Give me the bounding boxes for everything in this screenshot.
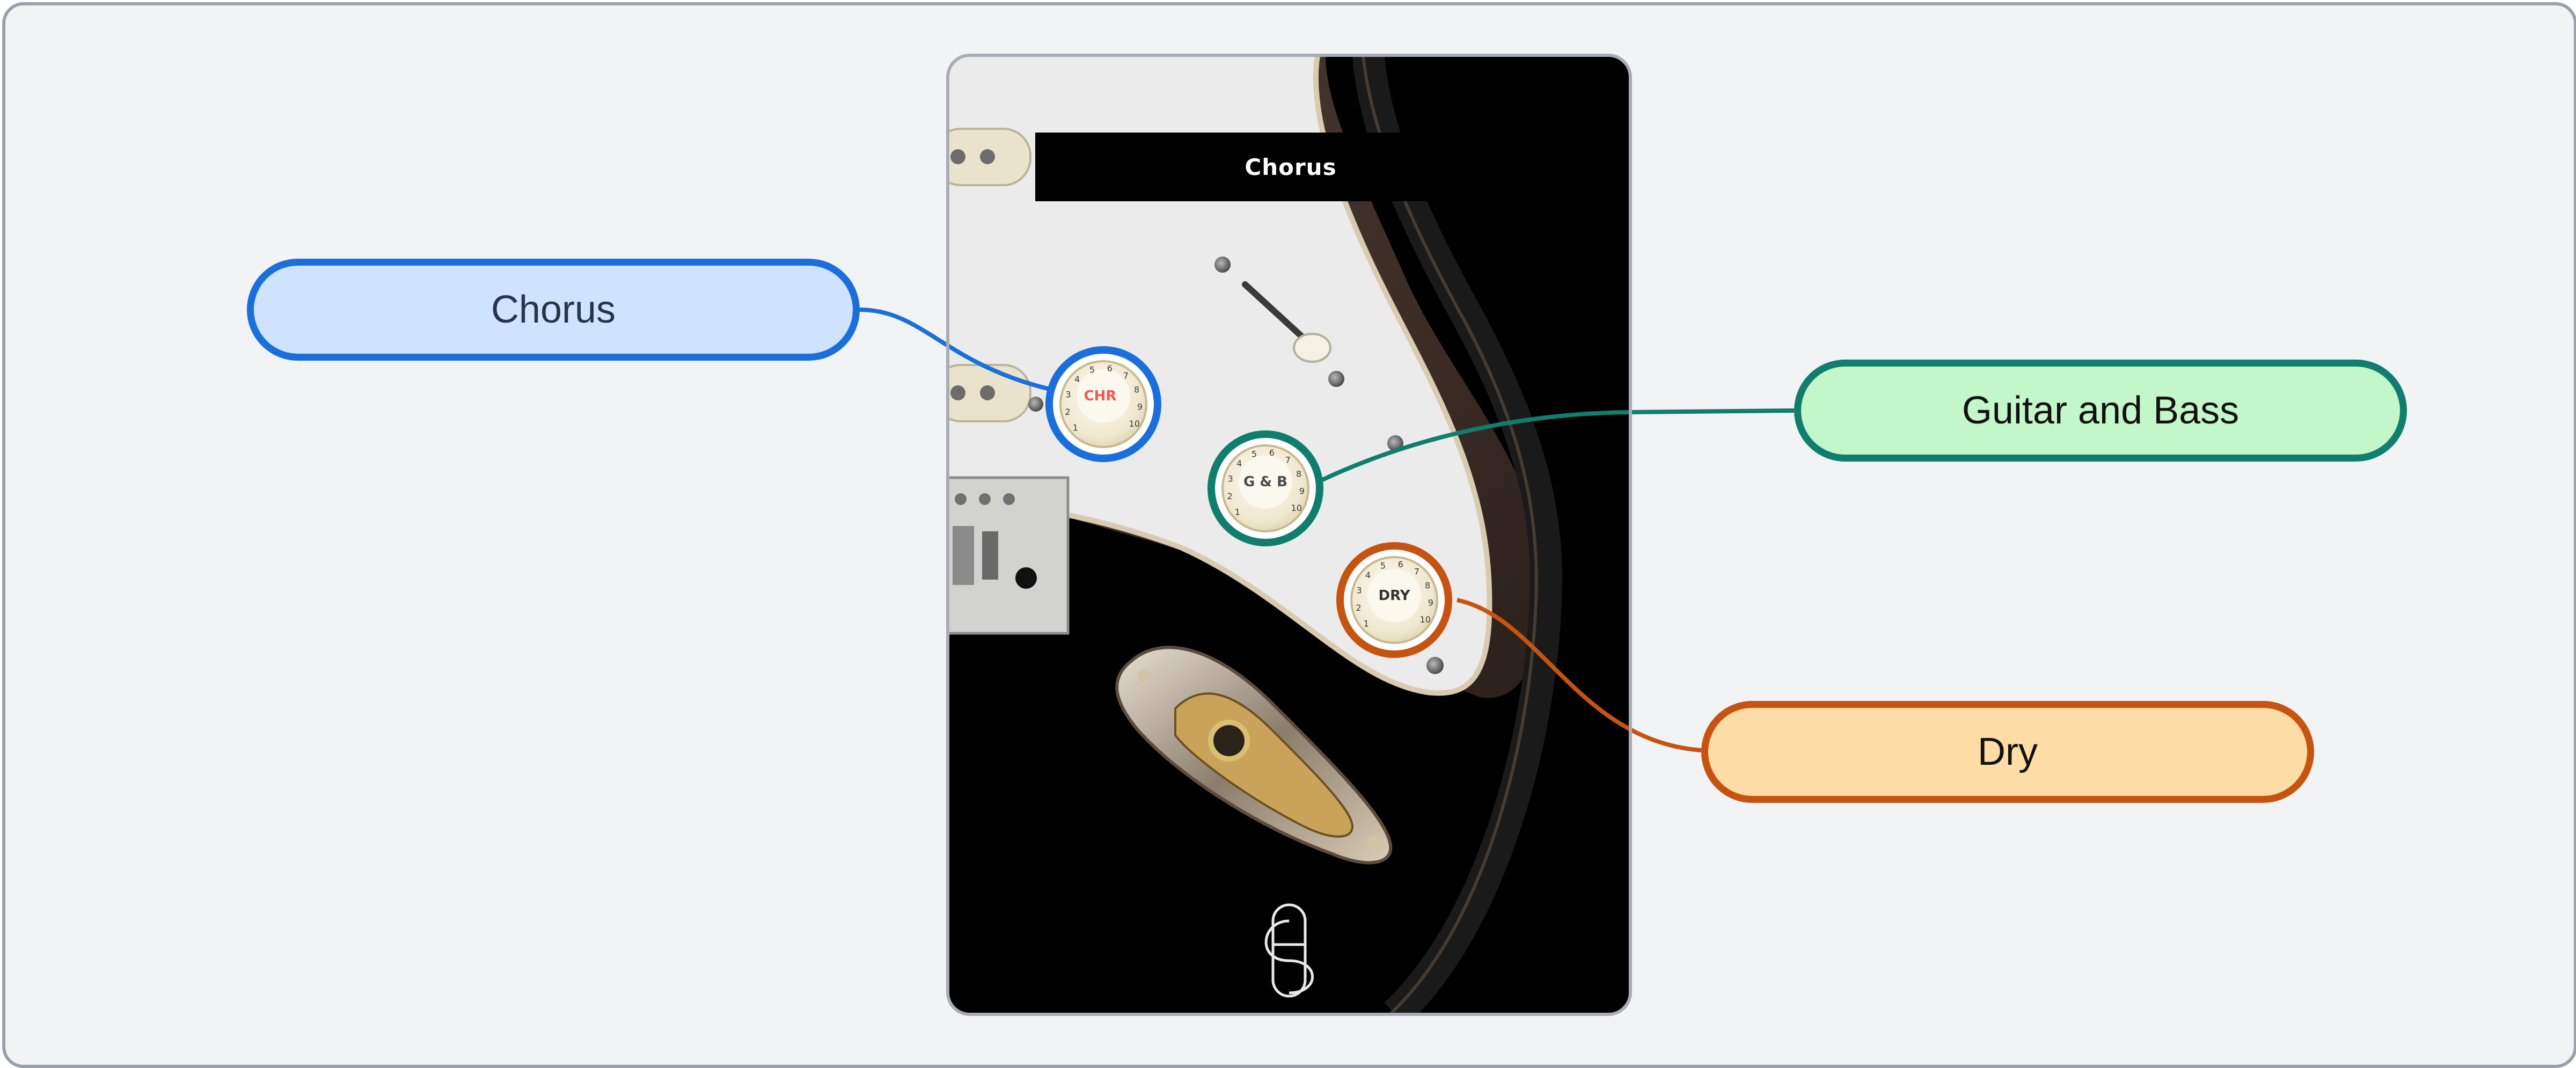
knob-label-dry: DRY xyxy=(1378,588,1410,604)
callout-chorus[interactable]: Chorus xyxy=(247,259,860,361)
knob-scale-number: 3 xyxy=(1357,585,1362,595)
knob-scale-number: 6 xyxy=(1398,559,1403,569)
knob-scale-number: 7 xyxy=(1285,455,1291,465)
guitar-photo xyxy=(948,55,1630,1014)
knob-dry[interactable] xyxy=(1336,542,1452,658)
knob-scale-number: 9 xyxy=(1137,402,1143,412)
knob-scale-number: 3 xyxy=(1228,473,1233,484)
knob-scale-number: 2 xyxy=(1227,491,1232,501)
pedal-logo-icon xyxy=(1264,903,1314,998)
knob-scale-number: 8 xyxy=(1425,580,1430,590)
knob-scale-number: 5 xyxy=(1089,364,1095,375)
knob-scale-number: 8 xyxy=(1134,384,1139,394)
knob-scale-number: 10 xyxy=(1291,503,1302,513)
knob-chorus[interactable] xyxy=(1045,346,1161,462)
knob-scale-number: 10 xyxy=(1420,615,1431,625)
knob-scale-number: 5 xyxy=(1380,560,1386,570)
knob-scale-number: 7 xyxy=(1123,370,1129,381)
chorus-connector xyxy=(859,308,1055,392)
knob-scale-number: 7 xyxy=(1414,566,1419,576)
callout-guitar-bass-label: Guitar and Bass xyxy=(1962,389,2240,432)
knob-scale-number: 2 xyxy=(1356,603,1361,613)
knob-scale-number: 1 xyxy=(1235,507,1240,517)
knob-scale-number: 3 xyxy=(1066,389,1071,399)
callout-guitar-bass[interactable]: Guitar and Bass xyxy=(1794,360,2407,462)
knob-scale-number: 4 xyxy=(1236,458,1242,469)
knob-scale-number: 9 xyxy=(1299,486,1305,496)
callout-dry-label: Dry xyxy=(1978,730,2038,773)
knob-scale-number: 8 xyxy=(1296,469,1301,479)
knob-scale-number: 9 xyxy=(1428,598,1433,608)
dry-connector xyxy=(1457,598,1702,752)
knob-scale-number: 5 xyxy=(1252,449,1257,459)
knob-scale-number: 6 xyxy=(1269,448,1275,458)
knob-scale-number: 4 xyxy=(1074,374,1080,384)
knob-scale-number: 10 xyxy=(1129,419,1140,429)
knob-guitar-bass[interactable] xyxy=(1208,430,1323,546)
device-frame xyxy=(946,54,1632,1016)
device-title: Chorus xyxy=(1035,133,1546,201)
callout-dry[interactable]: Dry xyxy=(1701,701,2314,803)
knob-label-guitar-bass: G & B xyxy=(1243,474,1287,490)
guitar-bass-connector xyxy=(1320,408,1795,482)
knob-scale-number: 6 xyxy=(1107,363,1113,374)
knob-scale-number: 4 xyxy=(1365,570,1371,580)
knob-scale-number: 1 xyxy=(1364,619,1369,629)
callout-chorus-label: Chorus xyxy=(491,288,616,331)
knob-scale-number: 1 xyxy=(1073,423,1078,433)
knob-label-chorus: CHR xyxy=(1084,388,1117,404)
knob-scale-number: 2 xyxy=(1065,407,1070,417)
